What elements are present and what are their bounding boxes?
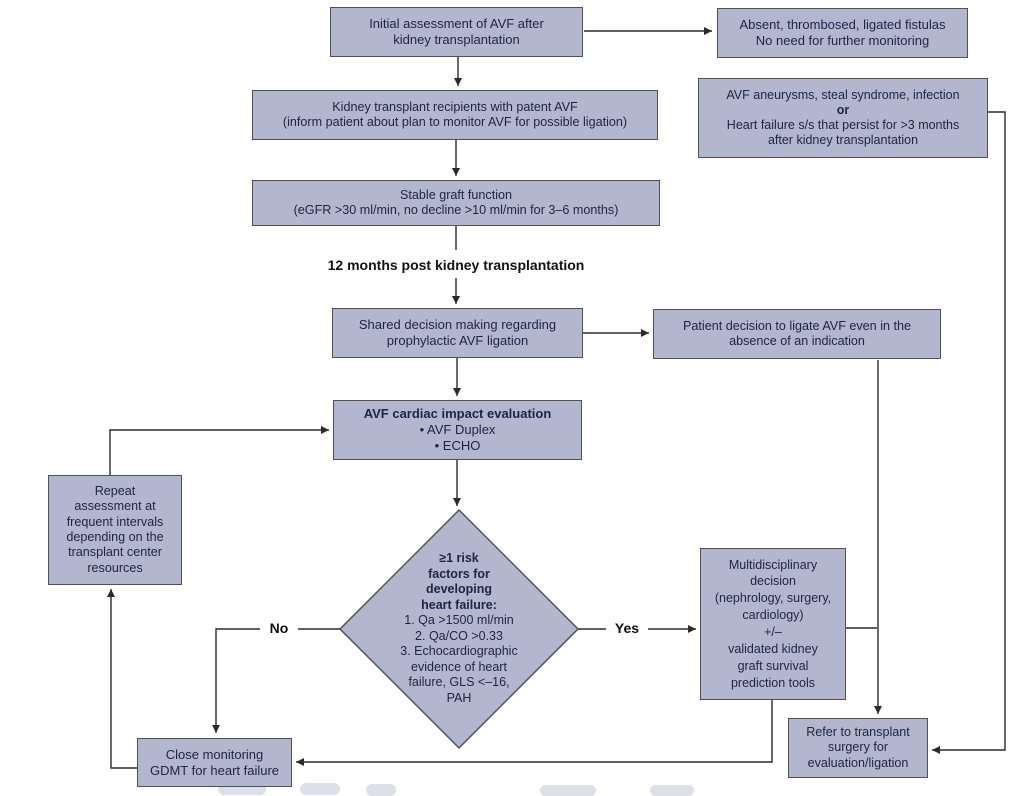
node-repeat-assessment: Repeat assessment at frequent intervals … xyxy=(48,475,182,585)
node-text-line: failure, GLS <–16, xyxy=(408,675,510,689)
node-text-line: Stable graft function xyxy=(399,187,512,202)
node-text-line: developing xyxy=(426,582,492,596)
node-text-line: evaluation/ligation xyxy=(807,755,909,770)
node-close-monitoring: Close monitoring GDMT for heart failure xyxy=(137,738,292,787)
node-risk-factors-diamond: ≥1 risk factors for developing heart fai… xyxy=(364,551,554,706)
node-text-line: (nephrology, surgery, xyxy=(714,591,832,606)
connector-diamond-no-to-close xyxy=(212,628,340,733)
node-text-line: resources xyxy=(87,560,143,575)
node-text-line: Absent, thrombosed, ligated fistulas xyxy=(739,17,946,33)
node-patient-decision: Patient decision to ligate AVF even in t… xyxy=(653,309,941,359)
node-text-line: +/– xyxy=(764,625,782,639)
connector-aneurysms-to-refer xyxy=(932,111,1006,754)
node-text-line: transplant center xyxy=(68,545,162,560)
node-text-line: PAH xyxy=(446,690,472,705)
node-text-line: Initial assessment of AVF after xyxy=(369,16,544,32)
node-text-line: cardiology) xyxy=(742,608,804,623)
node-text-line: heart failure: xyxy=(421,597,497,612)
node-shared-decision: Shared decision making regarding prophyl… xyxy=(332,308,583,358)
node-text-line: (inform patient about plan to monitor AV… xyxy=(282,115,628,129)
node-stable-graft-function: Stable graft function (eGFR >30 ml/min, … xyxy=(252,180,660,226)
node-refer-transplant-surgery: Refer to transplant surgery for evaluati… xyxy=(788,718,928,778)
node-text-line: Patient decision to ligate AVF even in t… xyxy=(683,318,911,333)
label-12-months-post-transplant: 12 months post kidney transplantation xyxy=(327,257,585,273)
node-text-line: GDMT for heart failure xyxy=(149,762,280,778)
node-text-line: (eGFR >30 ml/min, no decline >10 ml/min … xyxy=(293,203,619,217)
node-text-line: validated kidney xyxy=(728,641,818,656)
node-text-line: evidence of heart xyxy=(411,659,507,674)
node-text-line: 3. Echocardiographic xyxy=(400,644,518,658)
node-text-line: Kidney transplant recipients with patent… xyxy=(332,99,578,114)
label-yes-branch: Yes xyxy=(606,620,648,636)
node-text-line: Heart failure s/s that persist for >3 mo… xyxy=(726,118,960,132)
node-absent-fistulas: Absent, thrombosed, ligated fistulas No … xyxy=(717,8,968,58)
node-text-line: absence of an indication xyxy=(729,334,865,348)
node-text-line: decision xyxy=(750,574,796,589)
node-text-line: or xyxy=(836,102,850,117)
node-text-line: surgery for xyxy=(827,740,889,755)
connector-multi-to-close xyxy=(296,700,773,766)
connector-repeat-to-cardiac xyxy=(109,426,329,475)
node-text-line: ≥1 risk xyxy=(439,551,479,565)
node-initial-assessment: Initial assessment of AVF after kidney t… xyxy=(330,7,583,57)
node-text-line: graft survival xyxy=(737,658,809,673)
node-text-line: Multidisciplinary xyxy=(728,557,818,572)
node-text-line: frequent intervals xyxy=(66,514,164,529)
node-avf-complications: AVF aneurysms, steal syndrome, infection… xyxy=(698,78,988,158)
connector-close-to-repeat xyxy=(107,589,137,769)
node-text-line: prophylactic AVF ligation xyxy=(386,333,529,348)
node-text-line: • ECHO xyxy=(434,437,481,453)
node-text-line: 1. Qa >1500 ml/min xyxy=(404,613,514,627)
node-text-line: prediction tools xyxy=(730,675,816,690)
label-no-branch: No xyxy=(260,620,298,636)
watermark-artifact xyxy=(540,785,596,796)
node-text-line: Repeat xyxy=(94,483,136,498)
node-text-line: after kidney transplantation xyxy=(767,133,919,148)
watermark-artifact xyxy=(650,785,694,796)
node-text-line: Shared decision making regarding xyxy=(358,317,557,333)
watermark-artifact xyxy=(300,783,340,795)
node-text-line: Close monitoring xyxy=(165,746,264,762)
node-text-line: factors for xyxy=(428,566,490,581)
node-title: AVF cardiac impact evaluation xyxy=(363,406,552,422)
node-text-line: depending on the xyxy=(66,530,164,544)
node-transplant-recipients: Kidney transplant recipients with patent… xyxy=(252,90,658,140)
node-text-line: kidney transplantation xyxy=(393,32,520,47)
node-text-line: Refer to transplant xyxy=(806,724,910,739)
node-cardiac-impact-evaluation: AVF cardiac impact evaluation • AVF Dupl… xyxy=(333,400,582,460)
watermark-artifact xyxy=(366,784,396,796)
node-text-line: • AVF Duplex xyxy=(419,422,496,438)
node-text-line: No need for further monitoring xyxy=(755,33,930,48)
node-text-line: assessment at xyxy=(74,499,156,514)
node-text-line: AVF aneurysms, steal syndrome, infection xyxy=(726,87,960,102)
node-text-line: 2. Qa/CO >0.33 xyxy=(415,628,503,643)
node-multidisciplinary-decision: Multidisciplinary decision (nephrology, … xyxy=(700,548,846,700)
